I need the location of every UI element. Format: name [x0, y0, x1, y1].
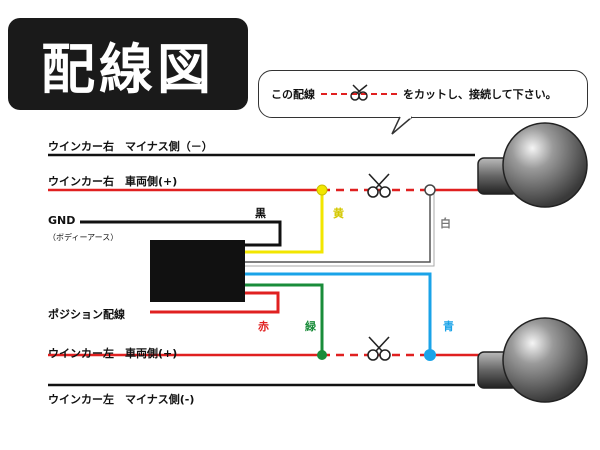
gnd-label: GND: [48, 214, 76, 227]
black-wire-label: 黒: [255, 207, 266, 220]
scissors-icon: [367, 336, 391, 361]
green-wire: [245, 283, 324, 355]
scissors-icon: [350, 84, 368, 101]
blue-junction: [424, 349, 436, 361]
blue-wire: [245, 272, 432, 355]
page-title: 配線図: [41, 37, 215, 101]
title-box: 配線図: [8, 18, 248, 110]
scissors-icon: [367, 173, 391, 198]
white-wire-label: 白: [440, 217, 451, 230]
position-label: ポジション配線: [48, 308, 125, 321]
position-wire: [150, 291, 280, 314]
left-minus-label: ウインカー左 マイナス側(-): [48, 393, 195, 406]
white-junction: [424, 184, 436, 196]
green-wire-label: 緑: [305, 320, 316, 333]
turn-signal-bulb-icon: [477, 317, 588, 403]
yellow-wire-label: 黄: [333, 207, 344, 220]
yellow-wire: [245, 190, 324, 254]
blue-wire-label: 青: [443, 320, 454, 333]
green-junction: [317, 350, 327, 360]
red-wire-label: 赤: [258, 320, 269, 333]
instruction-callout: この配線 をカットし、接続して下さい。: [258, 70, 588, 118]
control-unit: [150, 240, 245, 302]
callout-text-after: をカットし、接続して下さい。: [403, 88, 557, 101]
right-plus-label: ウインカー右 車両側(+): [48, 175, 178, 188]
callout-tail: [391, 116, 413, 135]
yellow-junction: [316, 184, 328, 196]
right-minus-label: ウインカー右 マイナス側（－）: [48, 140, 213, 153]
turn-signal-bulb-icon: [477, 122, 588, 208]
cut-wire-sample: [321, 84, 397, 101]
gnd-sublabel: （ボディーアース）: [48, 233, 119, 242]
white-wire: [245, 190, 431, 263]
left-plus-label: ウインカー左 車両側(+): [48, 347, 178, 360]
gnd-wire: [80, 220, 282, 247]
callout-text-before: この配線: [271, 88, 315, 101]
